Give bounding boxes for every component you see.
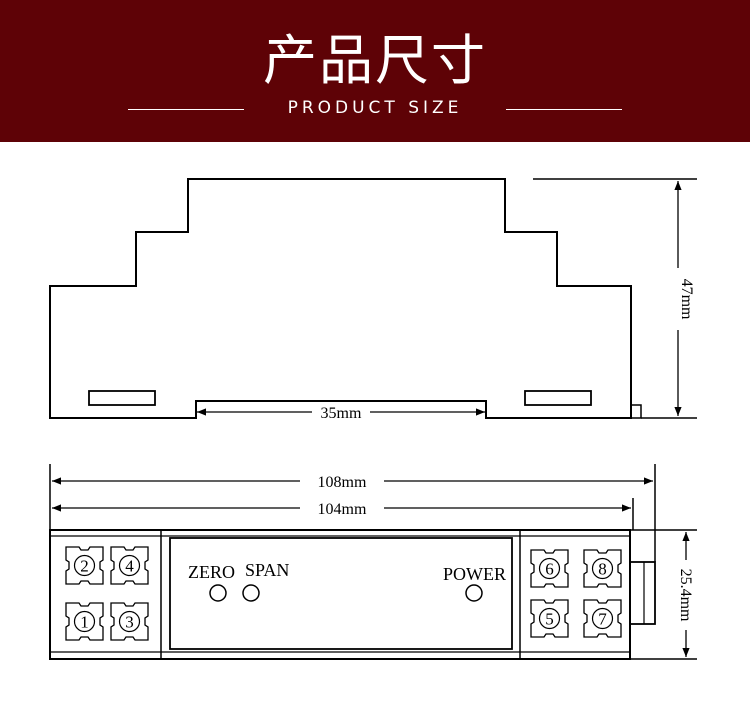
top-view-body [49,529,656,660]
power-label: POWER [443,564,506,584]
terminal-number: 6 [545,560,554,579]
width-label: 25.4mm [677,569,694,622]
left-latch [88,390,156,406]
span-label: SPAN [245,560,289,580]
side-view [49,178,697,419]
front-panel [169,537,513,650]
terminal-number: 4 [125,557,134,576]
terminal: 8 [583,549,622,588]
front-panel-labels: ZERO SPAN POWER [188,560,506,602]
terminal-number: 3 [125,613,134,632]
terminal-number: 1 [80,613,89,632]
subtitle-line-right [506,109,622,110]
height-dimension: 47mm [674,181,695,416]
terminal-number: 8 [598,560,607,579]
overall-length-dimension: 108mm [52,474,653,491]
terminal: 1 [65,602,104,641]
side-clip [629,561,656,625]
body-length-dimension: 104mm [52,501,631,518]
body-length-label: 104mm [318,501,367,518]
zero-label: ZERO [188,562,235,582]
page-subtitle: PRODUCT SIZE [287,98,463,118]
zero-adjust-pot [209,584,227,602]
height-label: 47mm [678,279,695,320]
terminal-number: 2 [80,557,89,576]
terminal: 6 [530,549,569,588]
bottom-tab [630,404,642,419]
header-banner: 产品尺寸 PRODUCT SIZE [0,0,750,142]
power-indicator [465,584,483,602]
terminal: 7 [583,599,622,638]
subtitle-line-left [128,109,244,110]
terminal: 5 [530,599,569,638]
overall-length-label: 108mm [318,474,367,491]
terminal: 4 [110,546,149,585]
right-latch [524,390,592,406]
terminal-number: 5 [545,610,554,629]
dimension-drawing: 35mm 47mm 108mm 104mm 25.4mm [49,178,697,660]
left-terminal-block: 2 4 1 3 [65,546,149,641]
terminal: 2 [65,546,104,585]
terminal: 3 [110,602,149,641]
rail-width-dimension: 35mm [197,405,485,422]
width-dimension: 25.4mm [677,532,694,657]
page-title: 产品尺寸 [263,29,487,92]
span-adjust-pot [242,584,260,602]
rail-width-label: 35mm [321,405,362,422]
side-view-outline [49,178,632,419]
right-terminal-block: 6 8 5 7 [530,549,622,638]
terminal-number: 7 [598,610,607,629]
